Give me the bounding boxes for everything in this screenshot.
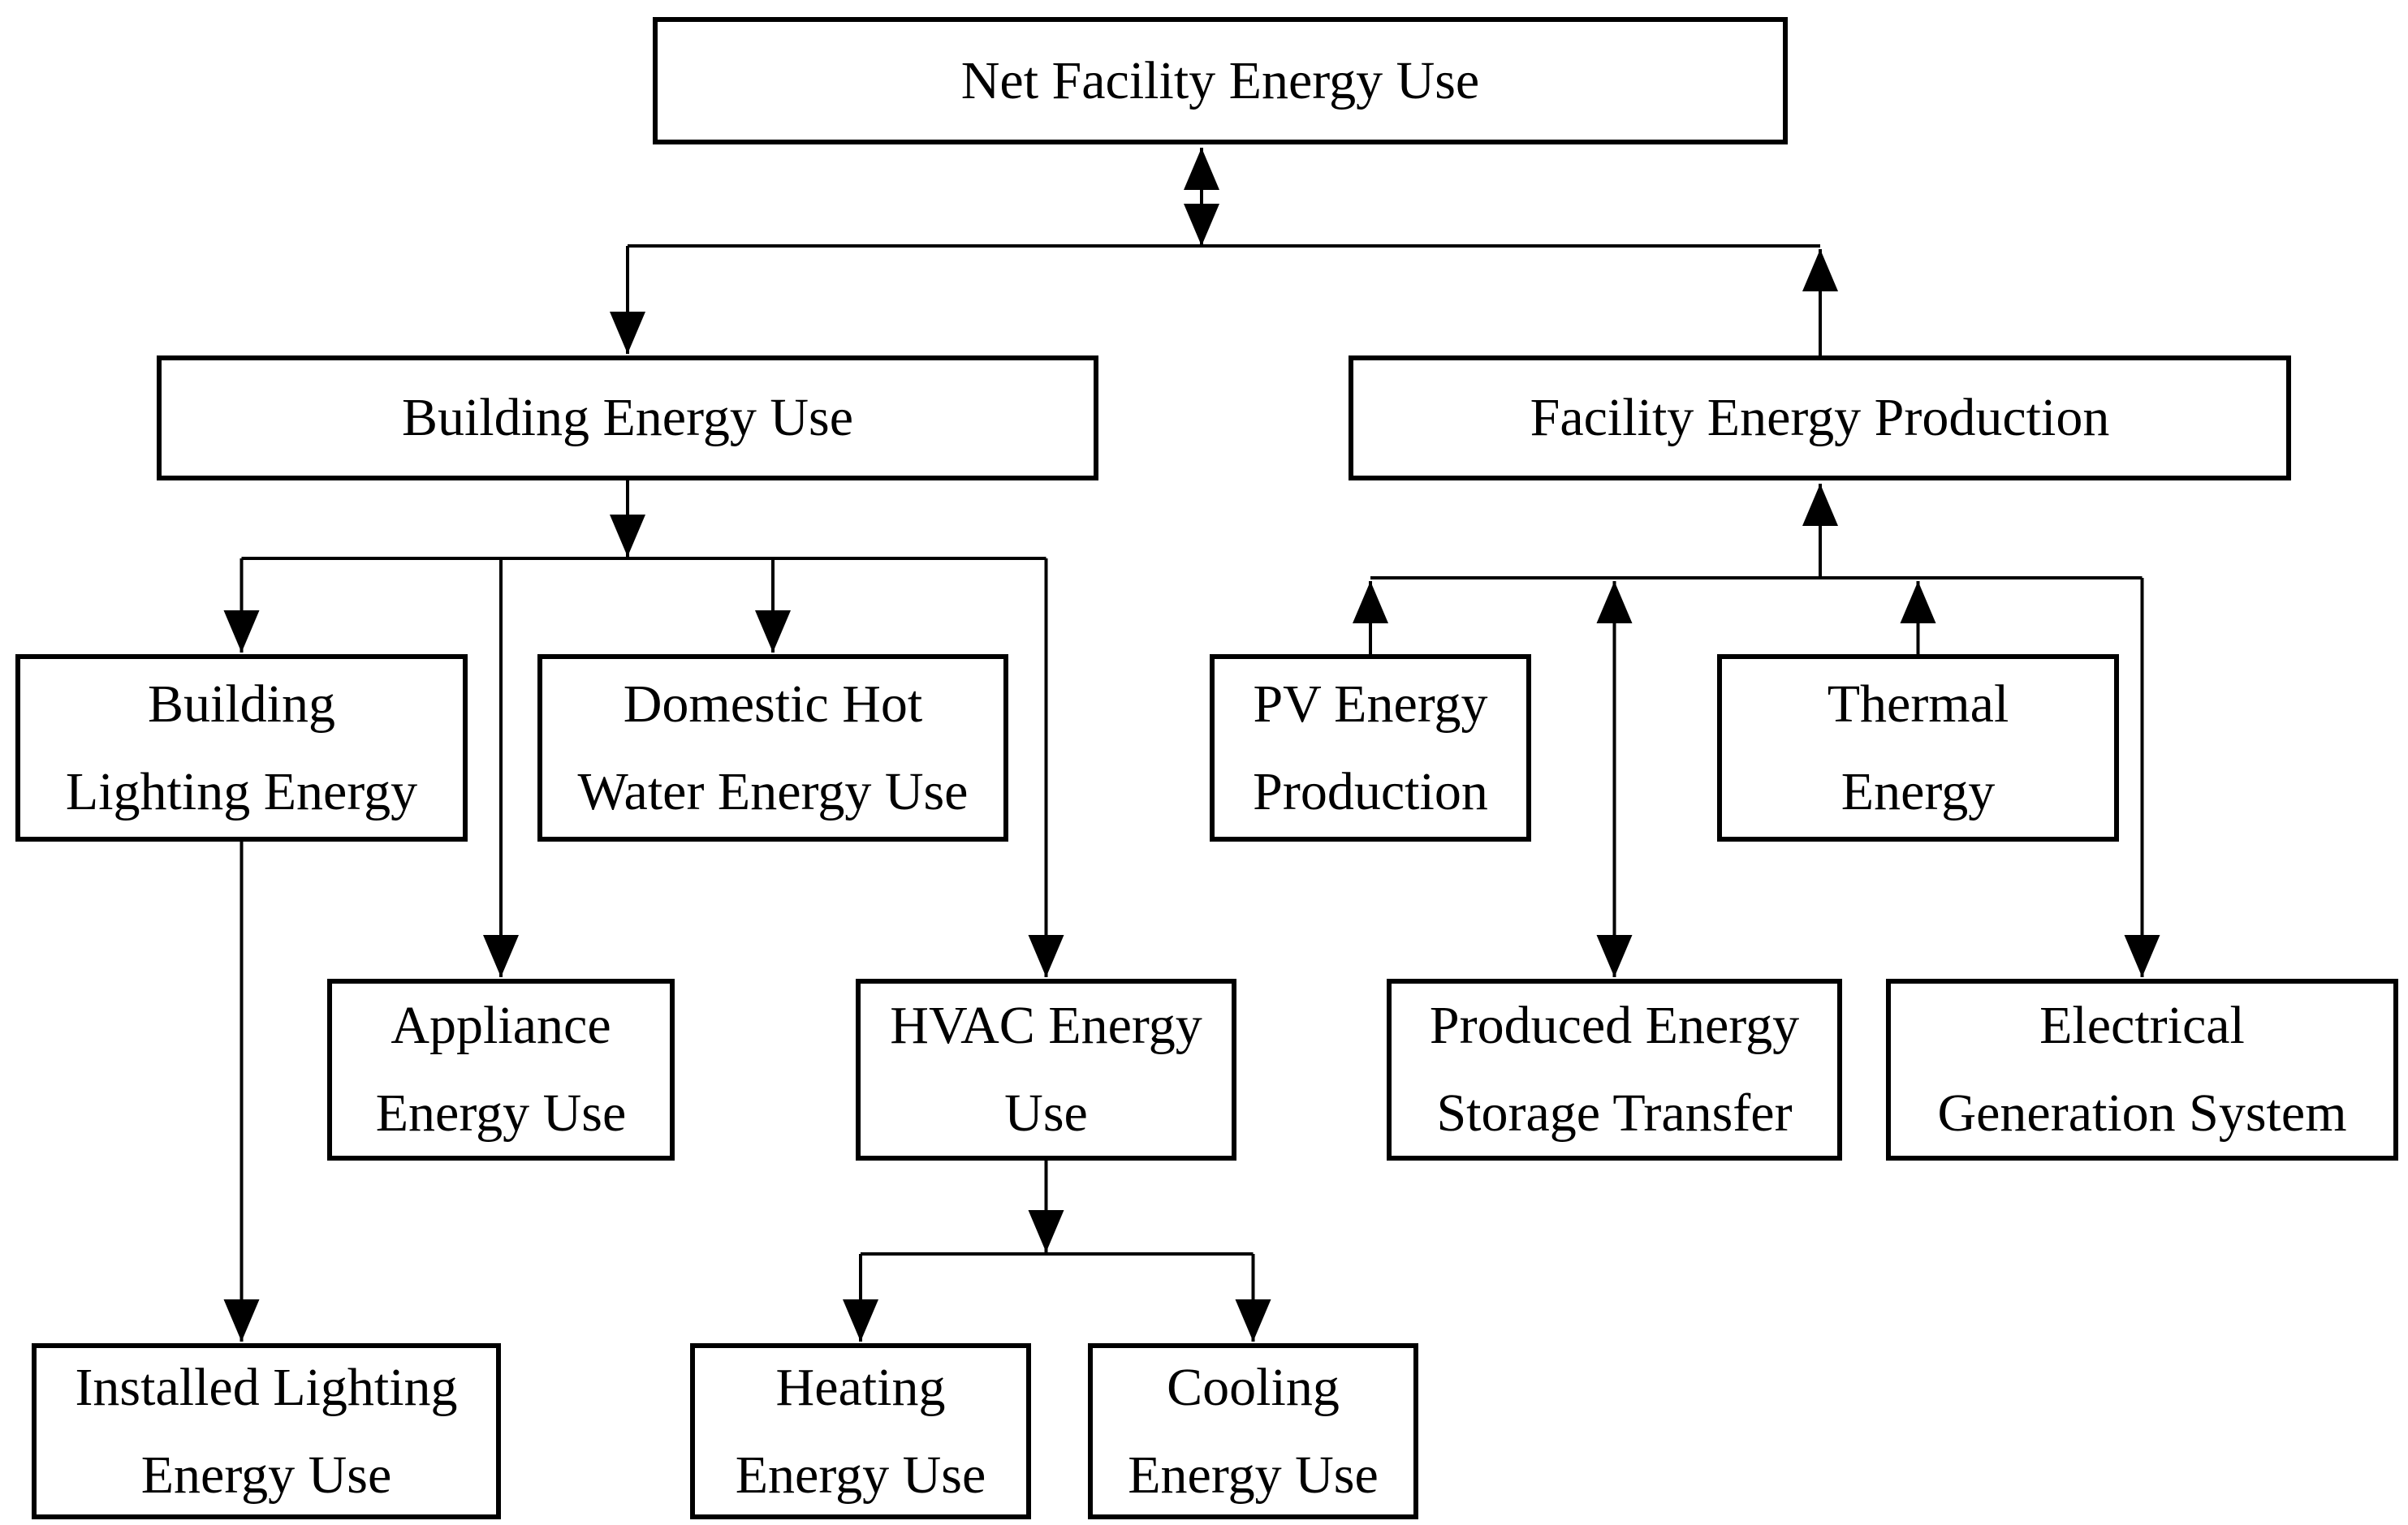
edge-production-to-split — [1802, 249, 1838, 355]
node-heating-energy-use: Heating Energy Use — [690, 1343, 1031, 1519]
node-label-line1: Domestic Hot — [623, 674, 923, 734]
node-label-line1: Electrical — [2039, 996, 2245, 1055]
node-thermal-energy: Thermal Energy — [1717, 654, 2119, 842]
edge-produced-storage-bidirectional — [1596, 581, 1633, 977]
node-cooling-energy-use: Cooling Energy Use — [1088, 1343, 1418, 1519]
node-label-line2: Lighting Energy — [65, 761, 418, 821]
node-label-line2: Use — [1004, 1083, 1088, 1143]
arrowhead-down — [610, 515, 645, 557]
arrowhead-down — [1596, 935, 1633, 977]
node-installed-lighting-energy-use: Installed Lighting Energy Use — [32, 1343, 501, 1519]
arrowhead-down — [843, 1299, 878, 1342]
node-pv-energy-production: PV Energy Production — [1210, 654, 1531, 842]
edge-net-trunk-bidirectional — [1184, 148, 1219, 246]
edge-production-feed — [1370, 484, 2143, 579]
node-label-line1: Cooling — [1167, 1357, 1340, 1417]
node-label-line2: Energy Use — [735, 1445, 986, 1505]
node-label: Facility Energy Production — [1530, 388, 2110, 447]
arrowhead-down — [755, 610, 791, 653]
edge-to-appliance — [483, 558, 519, 977]
arrowhead-down — [1028, 1210, 1064, 1252]
node-label-line1: Thermal — [1827, 674, 2009, 734]
arrowhead-down — [483, 935, 519, 977]
node-label-line2: Storage Transfer — [1436, 1083, 1793, 1143]
arrowhead-down — [610, 312, 645, 354]
node-facility-energy-production: Facility Energy Production — [1349, 355, 2291, 480]
node-label-line1: Installed Lighting — [75, 1357, 458, 1417]
node-domestic-hot-water-energy-use: Domestic Hot Water Energy Use — [537, 654, 1008, 842]
node-label-line2: Energy Use — [1128, 1445, 1379, 1505]
arrowhead-down — [1184, 204, 1219, 246]
node-hvac-energy-use: HVAC Energy Use — [856, 979, 1236, 1161]
node-label-line2: Energy Use — [140, 1445, 392, 1505]
node-label-line1: PV Energy — [1253, 674, 1488, 734]
node-appliance-energy-use: Appliance Energy Use — [327, 979, 675, 1161]
edge-to-domestic-hot-water — [755, 558, 791, 653]
edge-building-use-to-children — [241, 480, 1046, 560]
arrowhead-down — [223, 1299, 260, 1342]
node-label-line1: Heating — [775, 1357, 946, 1417]
edge-to-cooling — [1235, 1254, 1271, 1342]
arrowhead-up — [1596, 581, 1633, 623]
edge-to-heating — [843, 1254, 878, 1342]
node-label-line2: Water Energy Use — [577, 761, 969, 821]
node-label: Building Energy Use — [401, 388, 854, 447]
arrowhead-up — [1353, 581, 1388, 623]
node-electrical-generation-system: Electrical Generation System — [1886, 979, 2398, 1161]
node-label-line1: HVAC Energy — [890, 996, 1202, 1055]
arrowhead-up — [1802, 484, 1838, 526]
node-net-facility-energy-use: Net Facility Energy Use — [653, 17, 1788, 144]
node-label-line2: Energy — [1841, 761, 1996, 821]
edge-pv-up — [1353, 581, 1388, 654]
edge-to-hvac — [1028, 558, 1064, 977]
edge-lighting-to-installed — [223, 842, 260, 1342]
edge-thermal-up — [1900, 581, 1936, 654]
node-label: Net Facility Energy Use — [960, 50, 1480, 110]
arrowhead-down — [223, 610, 260, 653]
node-building-energy-use: Building Energy Use — [157, 355, 1098, 480]
node-label-line2: Production — [1253, 761, 1488, 821]
arrowhead-down — [2124, 935, 2160, 977]
edge-hvac-to-split — [861, 1161, 1254, 1256]
node-label-line2: Energy Use — [375, 1083, 627, 1143]
arrowhead-up — [1184, 148, 1219, 190]
node-label-line1: Produced Energy — [1429, 996, 1800, 1055]
arrowhead-down — [1028, 935, 1064, 977]
arrowhead-up — [1900, 581, 1936, 623]
node-label-line1: Building — [147, 674, 336, 734]
node-produced-energy-storage-transfer: Produced Energy Storage Transfer — [1387, 979, 1842, 1161]
node-label-line1: Appliance — [391, 996, 611, 1055]
edge-to-electrical-generation — [2124, 578, 2160, 977]
node-label-line2: Generation System — [1937, 1083, 2347, 1143]
edge-to-building-lighting — [223, 558, 260, 653]
edge-split-to-building-use — [610, 246, 645, 354]
arrowhead-down — [1235, 1299, 1271, 1342]
arrowhead-up — [1802, 249, 1838, 291]
node-building-lighting-energy: Building Lighting Energy — [15, 654, 468, 842]
